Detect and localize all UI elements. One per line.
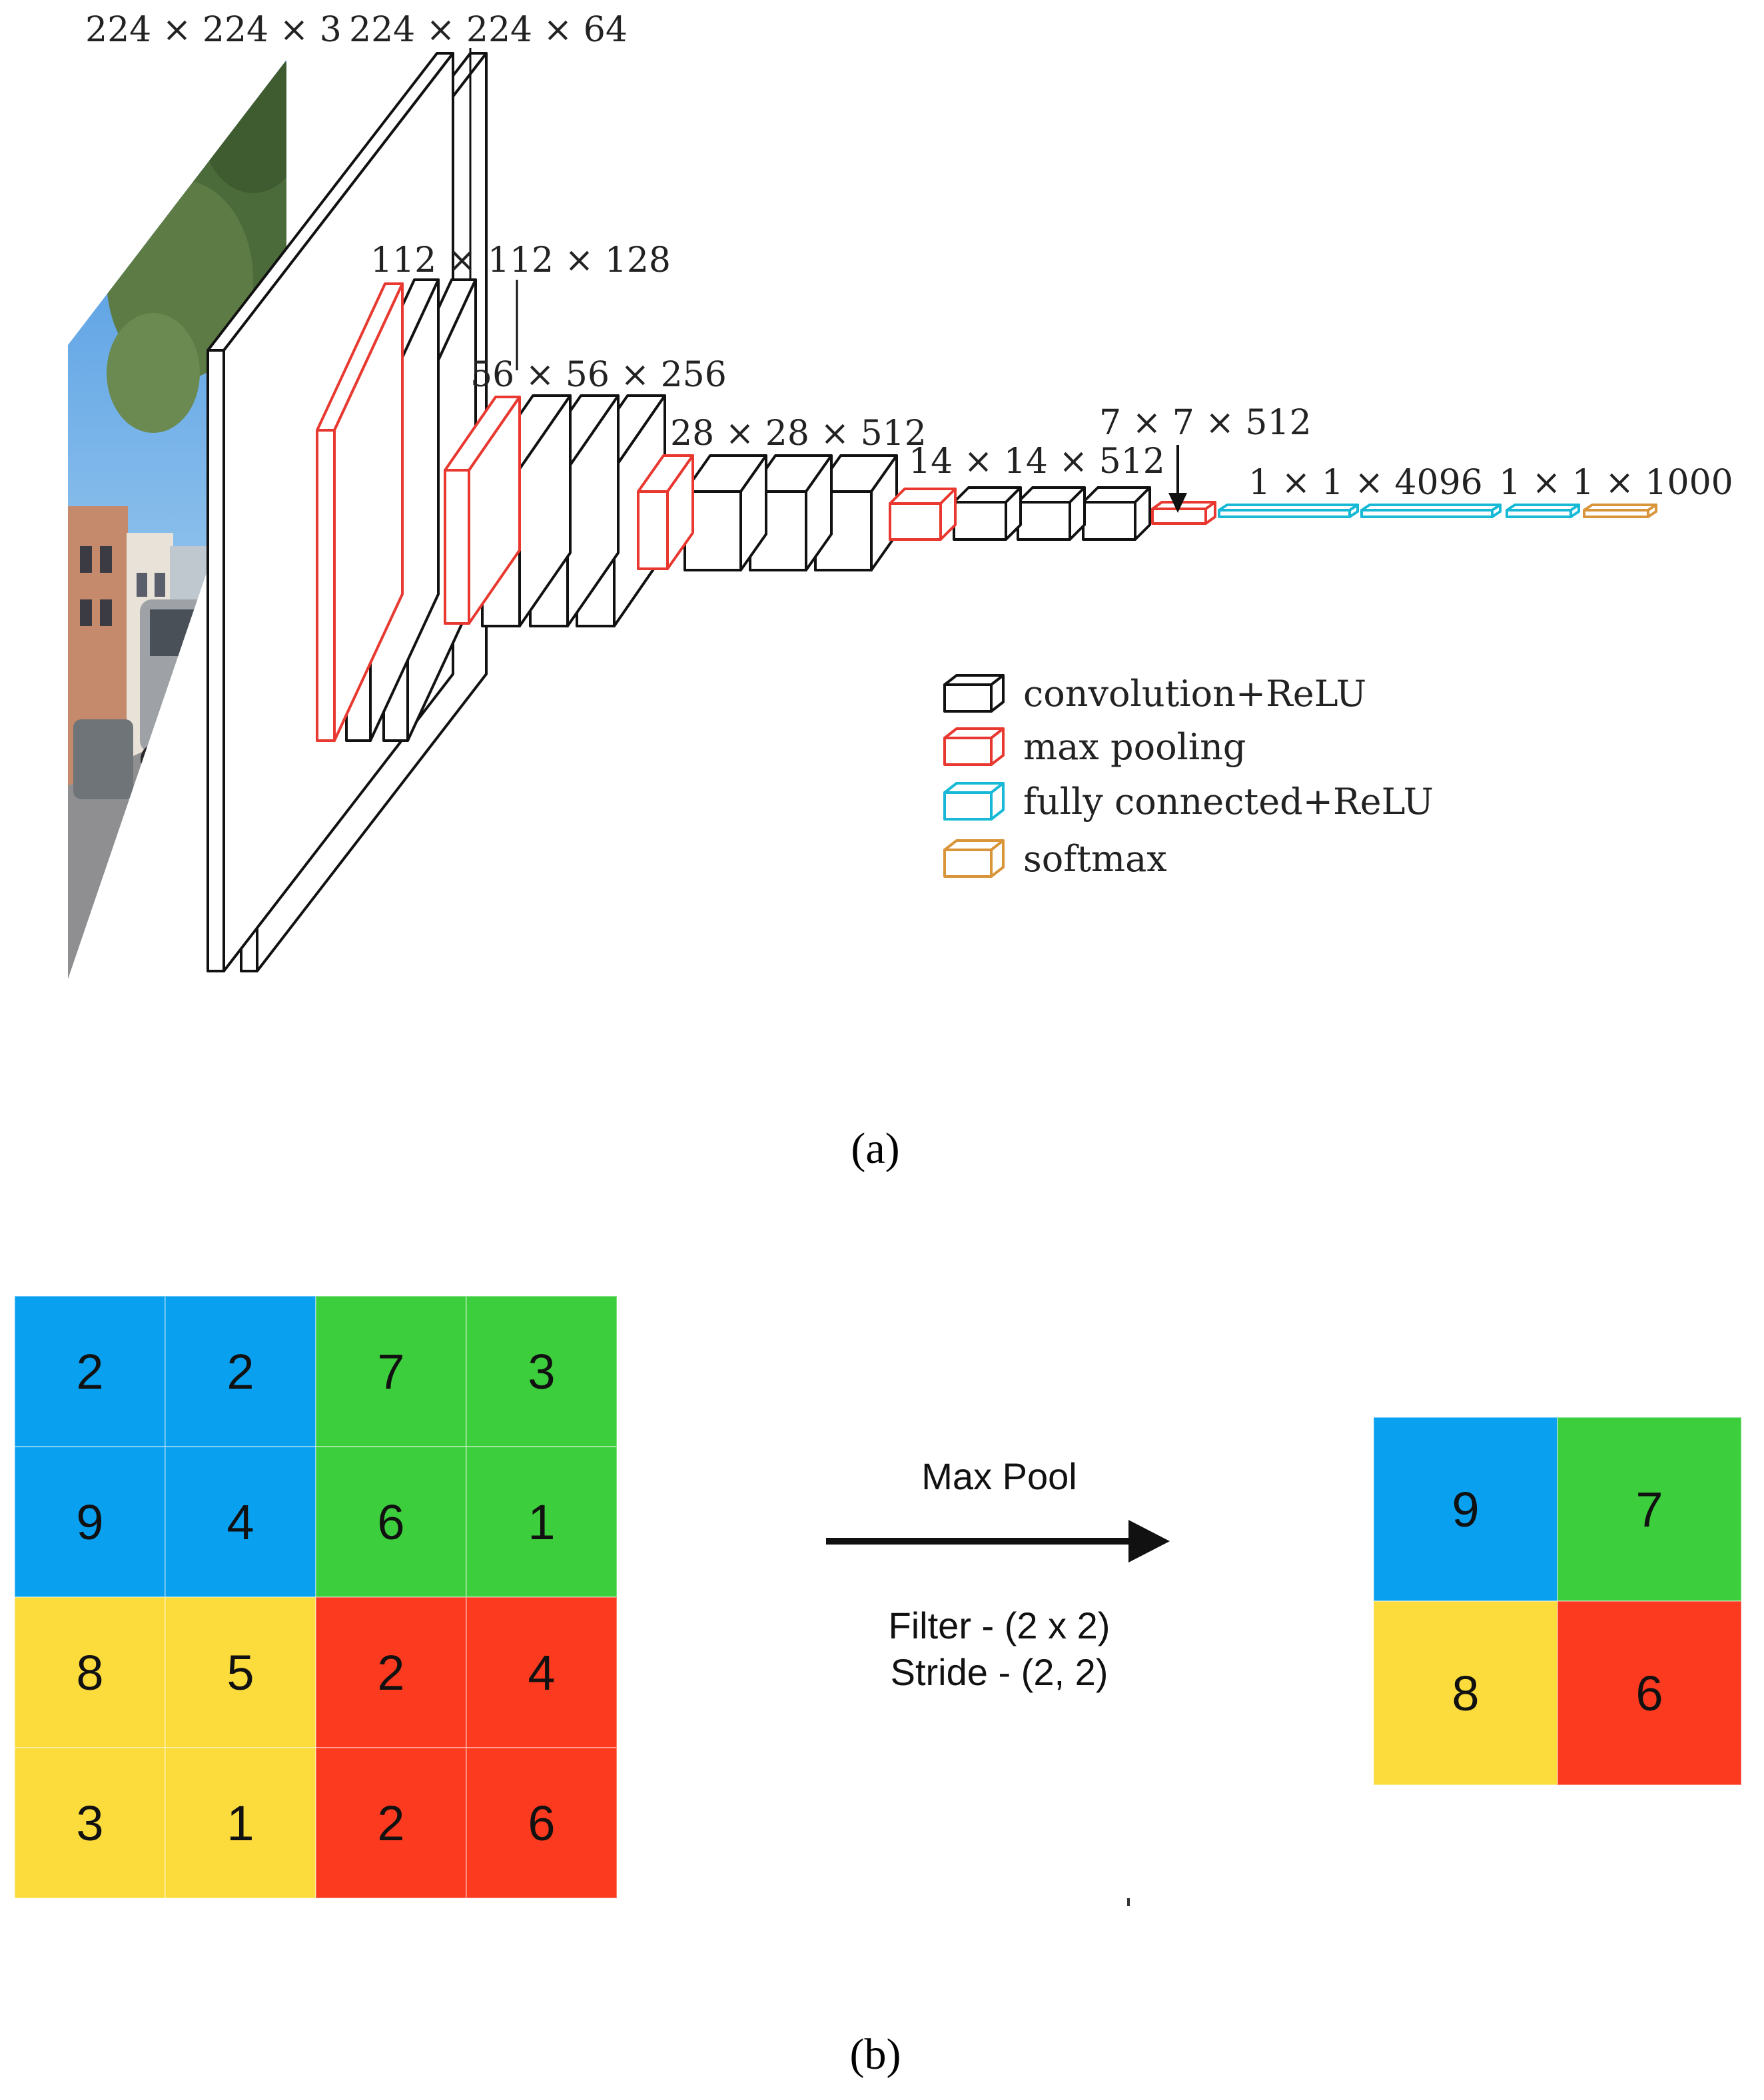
input-value: 2 — [76, 1344, 103, 1399]
dim-label-conv1: 224 × 224 × 64 — [349, 10, 628, 50]
input-cell: 1 — [466, 1446, 618, 1598]
legend-swatch-0 — [943, 674, 1005, 713]
input-grid: 2 2 7 3 9 4 6 1 8 5 2 4 3 1 2 6 — [14, 1295, 618, 1899]
fc-block-1 — [1218, 504, 1359, 518]
conv-block-5c — [1082, 486, 1151, 541]
fc-block-3 — [1506, 504, 1580, 518]
input-value: 5 — [226, 1645, 254, 1700]
input-cell: 9 — [14, 1446, 166, 1598]
conv-block-5b — [1017, 486, 1086, 541]
input-value: 3 — [528, 1344, 555, 1399]
dim-label-conv2: 112 × 112 × 128 — [370, 240, 671, 280]
dim-label-conv3: 56 × 56 × 256 — [470, 355, 727, 395]
input-value: 9 — [76, 1495, 103, 1550]
input-value: 2 — [377, 1796, 404, 1851]
conv-block-5a — [953, 486, 1022, 541]
input-value: 2 — [226, 1344, 254, 1399]
input-value: 4 — [528, 1645, 555, 1700]
output-cell: 8 — [1373, 1600, 1558, 1786]
legend-swatch-3 — [943, 839, 1005, 878]
panel-a-vgg-diagram: 224 × 224 × 3 224 × 224 × 64 112 × 112 ×… — [68, 10, 1733, 1173]
input-cell: 4 — [466, 1596, 618, 1748]
input-cell: 3 — [466, 1295, 618, 1447]
input-cell: 2 — [165, 1295, 316, 1447]
input-value: 2 — [377, 1645, 404, 1700]
softmax-block — [1583, 504, 1657, 518]
dim-label-conv4: 28 × 28 × 512 — [670, 414, 927, 454]
input-value: 8 — [76, 1645, 103, 1700]
pool-block-1 — [316, 282, 404, 742]
dim-label-softmax: 1 × 1 × 1000 — [1499, 463, 1733, 503]
input-cell: 7 — [315, 1295, 467, 1447]
arrow-right-icon — [826, 1520, 1170, 1563]
output-value: 9 — [1452, 1482, 1479, 1537]
legend-label-0: convolution+ReLU — [1023, 673, 1366, 715]
input-cell: 5 — [165, 1596, 316, 1748]
legend-swatch-2 — [943, 782, 1005, 821]
layer-stack — [207, 52, 1657, 972]
dim-label-pool5: 7 × 7 × 512 — [1099, 403, 1312, 443]
input-cell: 8 — [14, 1596, 166, 1748]
fc-block-2 — [1360, 504, 1502, 518]
pool-block-3 — [637, 454, 694, 570]
input-value: 1 — [226, 1796, 254, 1851]
panel-b-maxpool: 2 2 7 3 9 4 6 1 8 5 2 4 3 1 2 6 Max Pool Filter - (2 x … — [14, 1295, 1742, 2079]
dim-label-conv5: 14 × 14 × 512 — [909, 442, 1165, 482]
legend: convolution+ReLU max pooling fully connect… — [943, 673, 1434, 880]
caption-b: (b) — [850, 2030, 901, 2079]
input-cell: 3 — [14, 1747, 166, 1899]
input-cell: 2 — [14, 1295, 166, 1447]
input-cell: 4 — [165, 1446, 316, 1598]
output-cell: 9 — [1373, 1417, 1558, 1602]
output-cell: 7 — [1557, 1417, 1742, 1602]
dim-label-input: 224 × 224 × 3 — [85, 10, 342, 50]
input-value: 7 — [377, 1344, 404, 1399]
legend-label-3: softmax — [1023, 838, 1167, 880]
output-value: 7 — [1635, 1482, 1663, 1537]
input-cell: 2 — [315, 1596, 467, 1748]
output-value: 8 — [1452, 1666, 1479, 1721]
input-value: 3 — [76, 1796, 103, 1851]
dimension-labels: 224 × 224 × 3 224 × 224 × 64 112 × 112 ×… — [85, 10, 1733, 503]
input-cell: 6 — [466, 1747, 618, 1899]
filter-label: Filter - (2 x 2) — [889, 1604, 1110, 1646]
pool-block-5 — [1151, 501, 1216, 525]
conv-block-4a — [683, 454, 767, 571]
input-cell: 1 — [165, 1747, 316, 1899]
legend-label-2: fully connected+ReLU — [1023, 781, 1434, 823]
output-cell: 6 — [1557, 1600, 1742, 1786]
input-value: 4 — [226, 1495, 254, 1550]
legend-label-1: max pooling — [1023, 726, 1246, 768]
stride-label: Stride - (2, 2) — [891, 1651, 1108, 1693]
caption-a: (a) — [851, 1124, 899, 1173]
input-value: 6 — [528, 1796, 555, 1851]
operation-label: Max Pool — [921, 1455, 1077, 1497]
input-value: 6 — [377, 1495, 404, 1550]
input-cell: 2 — [315, 1747, 467, 1899]
input-value: 1 — [528, 1495, 555, 1550]
legend-swatch-1 — [943, 727, 1005, 766]
output-value: 6 — [1635, 1666, 1663, 1721]
stray-mark — [1127, 1898, 1130, 1906]
output-grid: 9 7 8 6 — [1373, 1417, 1742, 1786]
label-leader-lines — [469, 48, 518, 370]
input-cell: 6 — [315, 1446, 467, 1598]
dim-label-fc: 1 × 1 × 4096 — [1248, 463, 1483, 503]
pool-block-4 — [889, 488, 957, 541]
pointer-arrow — [1168, 445, 1187, 513]
pool-block-2 — [444, 396, 521, 625]
